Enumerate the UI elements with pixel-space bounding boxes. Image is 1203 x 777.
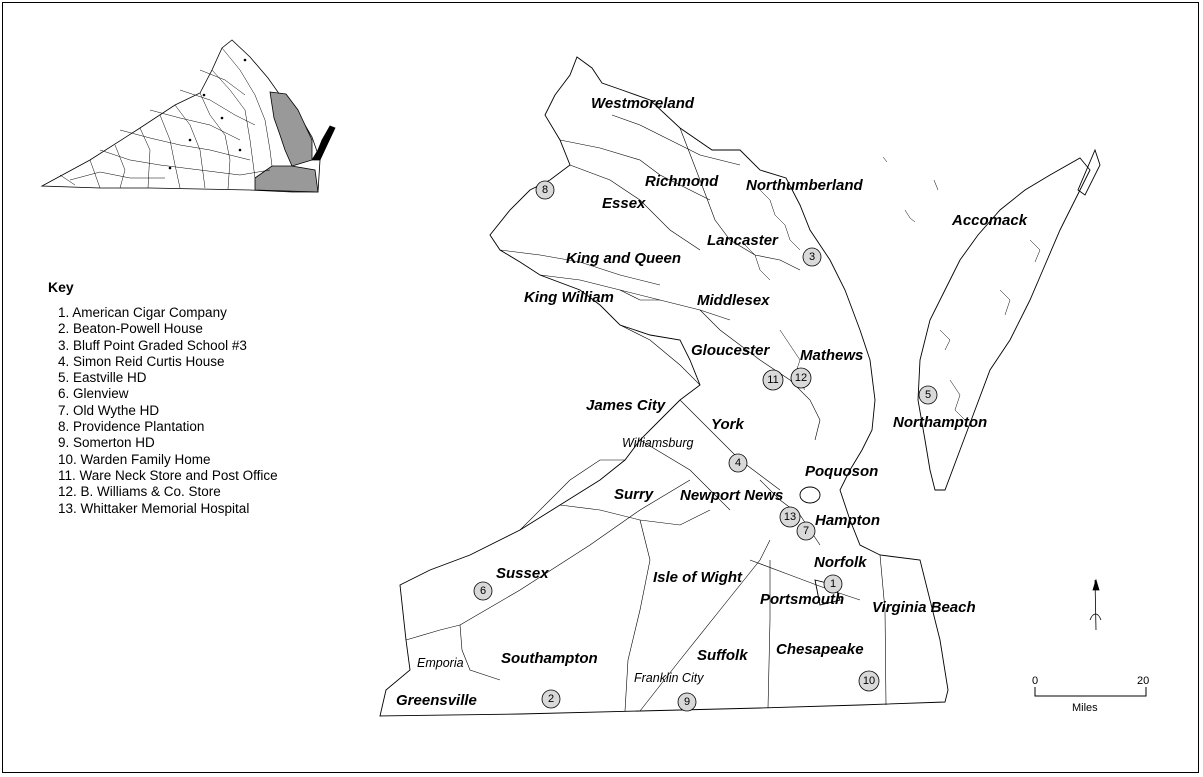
site-marker[interactable] [802, 247, 822, 267]
county-label: King and Queen [566, 250, 681, 267]
site-marker[interactable] [762, 369, 784, 391]
site-marker[interactable] [728, 453, 748, 473]
county-label: Poquoson [805, 463, 878, 480]
county-label: Sussex [496, 565, 549, 582]
site-marker-number: 7 [803, 525, 809, 537]
county-label: Lancaster [707, 232, 779, 249]
map-key: Key 1. American Cigar Company 2. Beaton-… [48, 279, 278, 517]
site-marker[interactable] [473, 581, 493, 601]
key-item: 1. American Cigar Company [58, 305, 227, 320]
scale-min-label: 0 [1032, 675, 1038, 687]
site-marker[interactable] [535, 180, 555, 200]
site-marker[interactable] [796, 521, 816, 541]
city-labels: Williamsburg Emporia Franklin City [417, 436, 704, 685]
site-marker-number: 12 [795, 372, 807, 384]
key-item: 12. B. Williams & Co. Store [58, 484, 221, 500]
key-title: Key [48, 279, 74, 295]
site-marker-number: 8 [542, 184, 548, 196]
county-label: Northumberland [746, 177, 864, 194]
site-marker-number: 1 [830, 578, 836, 590]
site-markers: 1 2 3 4 5 6 7 8 9 10 11 12 13 [473, 180, 938, 712]
county-label: Gloucester [691, 342, 771, 359]
county-label: Accomack [951, 212, 1028, 229]
scale-unit-label: Miles [1072, 702, 1098, 714]
county-label: Suffolk [697, 647, 748, 664]
county-label: Essex [602, 195, 646, 212]
county-label: Richmond [645, 173, 719, 190]
key-item: 8. Providence Plantation [58, 419, 205, 435]
scale-bar: 0 20 Miles [1032, 675, 1149, 714]
county-label: Mathews [800, 347, 863, 364]
city-label: Emporia [417, 656, 464, 670]
site-marker[interactable] [790, 367, 812, 389]
scale-max-label: 20 [1137, 675, 1149, 687]
site-marker-number: 4 [735, 457, 741, 469]
site-marker-number: 6 [480, 585, 486, 597]
county-label: Southampton [501, 650, 598, 667]
county-label: Middlesex [697, 292, 770, 309]
site-marker[interactable] [779, 506, 801, 528]
county-label: Hampton [815, 512, 880, 529]
key-item: 2. Beaton-Powell House [58, 321, 203, 337]
key-item: 6. Glenview [58, 386, 129, 402]
site-marker-number: 13 [784, 511, 796, 523]
site-marker-number: 9 [684, 696, 690, 708]
site-marker[interactable] [541, 689, 561, 709]
county-label: Isle of Wight [653, 569, 743, 586]
site-marker[interactable] [858, 670, 880, 692]
eastern-shore-outline [917, 157, 1091, 491]
site-marker[interactable] [823, 574, 843, 594]
county-label: Northampton [893, 414, 987, 431]
key-item: 4. Simon Reid Curtis House [58, 353, 225, 369]
key-item: 13. Whittaker Memorial Hospital [58, 500, 250, 516]
key-item: 9. Somerton HD [58, 435, 155, 451]
city-label: Williamsburg [622, 436, 693, 450]
county-label: King William [524, 289, 614, 306]
site-marker-number: 5 [925, 389, 931, 401]
virginia-inset-map [40, 39, 336, 193]
site-marker[interactable] [677, 692, 697, 712]
county-label: Newport News [680, 487, 783, 504]
site-marker-number: 3 [809, 251, 815, 263]
county-label: James City [586, 397, 666, 414]
site-marker-number: 2 [548, 693, 554, 705]
county-label: York [711, 416, 744, 433]
key-item: 11. Ware Neck Store and Post Office [58, 467, 278, 483]
key-list: 1. American Cigar Company 2. Beaton-Powe… [48, 305, 278, 517]
key-item: 5. Eastville HD [58, 370, 147, 386]
county-label: Portsmouth [760, 591, 844, 608]
site-marker-number: 11 [767, 374, 778, 386]
site-marker-number: 10 [863, 675, 875, 687]
region-map [379, 56, 1101, 717]
county-labels: Westmoreland Richmond Northumberland Ess… [396, 95, 1028, 709]
site-marker[interactable] [918, 385, 938, 405]
county-label: Virginia Beach [872, 599, 976, 616]
county-label: Surry [614, 486, 654, 503]
city-label: Franklin City [634, 671, 704, 685]
county-label: Norfolk [814, 554, 867, 571]
region-outline [379, 56, 949, 717]
key-item: 10. Warden Family Home [58, 451, 211, 467]
county-label: Greensville [396, 692, 477, 709]
key-item: 3. Bluff Point Graded School #3 [58, 337, 247, 353]
key-item: 7. Old Wythe HD [58, 402, 160, 418]
county-label: Westmoreland [591, 95, 695, 112]
county-label: Chesapeake [776, 641, 864, 658]
north-arrow-icon [1089, 578, 1102, 631]
